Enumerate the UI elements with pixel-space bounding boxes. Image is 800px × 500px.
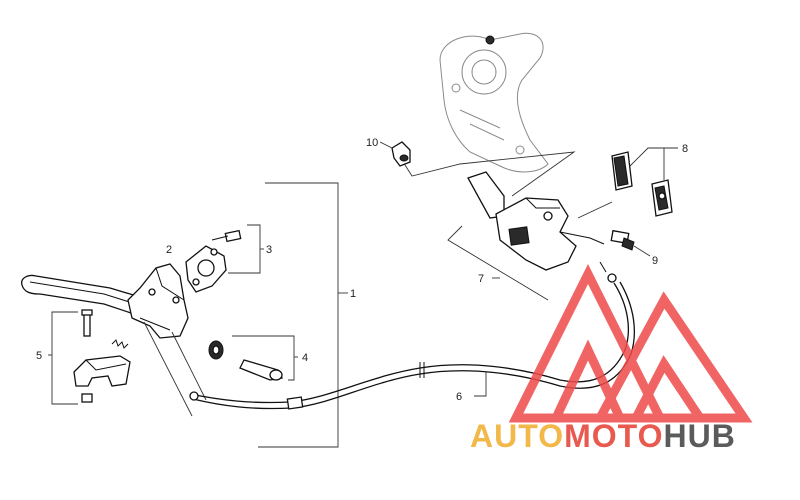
callout-9: 9	[652, 255, 658, 267]
callout-3: 3	[266, 244, 272, 256]
bracket-part-4	[232, 335, 298, 381]
leader-part-6	[474, 372, 487, 397]
mounting-bolt	[81, 309, 93, 337]
assembly-guide-lines	[143, 321, 207, 417]
callout-5: 5	[36, 350, 42, 362]
callout-2: 2	[166, 244, 172, 256]
lever-bracket	[73, 355, 131, 387]
bracket-part-5	[48, 311, 78, 405]
brake-hose	[189, 261, 636, 410]
callout-6: 6	[456, 391, 462, 403]
callout-1: 1	[350, 288, 356, 300]
caliper-bolt	[610, 229, 651, 257]
clamp-screw	[211, 229, 242, 243]
brake-pad-lower	[651, 179, 673, 217]
rubber-boot	[208, 340, 224, 360]
steering-knuckle-outline	[439, 32, 549, 173]
lock-nut	[81, 393, 93, 403]
small-spring	[111, 339, 129, 349]
callout-10: 10	[366, 137, 378, 149]
callout-8: 8	[682, 143, 688, 155]
bracket-part-3	[228, 224, 264, 274]
watermark-text-hub: HUB	[663, 418, 736, 454]
brake-caliper	[467, 171, 605, 271]
bracket-part-1	[258, 182, 348, 448]
bracket-part-10	[397, 151, 576, 197]
watermark-text: AUTOMOTOHUB	[470, 420, 736, 452]
watermark-text-moto: MOTO	[564, 418, 664, 454]
leader-part-8	[577, 147, 678, 219]
handlebar-clamp	[185, 245, 227, 293]
pushrod-pin	[239, 359, 283, 381]
watermark-text-auto: AUTO	[470, 418, 565, 454]
callout-4: 4	[302, 352, 308, 364]
callout-7: 7	[478, 273, 484, 285]
master-cylinder	[127, 263, 189, 339]
brake-pad-upper	[611, 151, 633, 191]
bleeder-cap	[379, 141, 411, 167]
